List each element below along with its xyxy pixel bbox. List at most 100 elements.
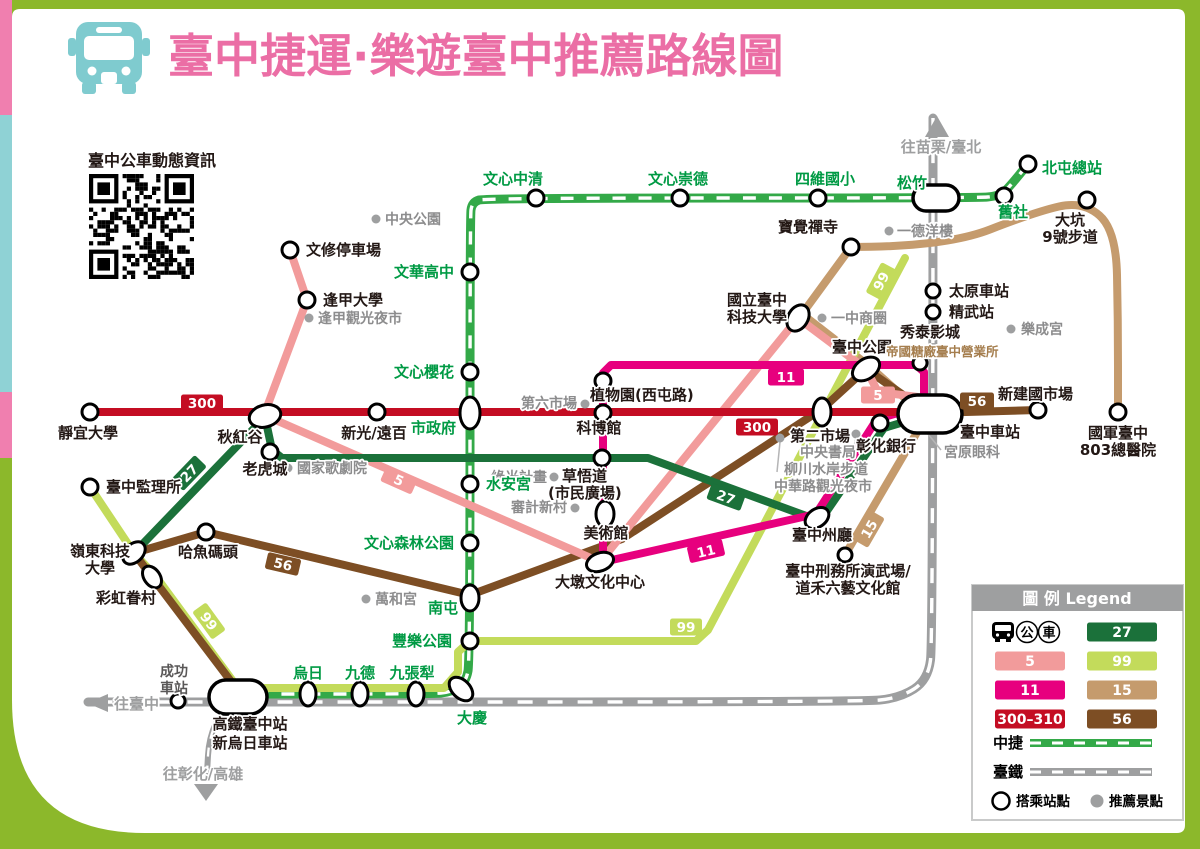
spot-dot bbox=[1006, 324, 1016, 334]
station-marker bbox=[447, 675, 475, 703]
legend-spot-label: 推薦景點 bbox=[1109, 793, 1163, 810]
station-label: 文華高中 bbox=[394, 263, 454, 281]
map-label: (市民廣場) bbox=[548, 484, 622, 502]
station-marker bbox=[406, 680, 426, 708]
station-label: 水安宮 bbox=[486, 475, 531, 493]
station-marker bbox=[870, 413, 890, 433]
spot-dot bbox=[371, 214, 381, 224]
spot-label: 第六市場 bbox=[521, 395, 577, 412]
station-marker bbox=[841, 237, 861, 257]
station-label: 新建國市場 bbox=[998, 385, 1073, 403]
station-marker bbox=[169, 692, 187, 710]
spot-dot bbox=[570, 503, 580, 513]
map-labels: 北屯總站舊社松竹四維國小文心崇德文心中清文華高中文心櫻花市政府水安宮文心森林公園… bbox=[56, 157, 1158, 754]
direction-arrow-icon bbox=[925, 116, 949, 137]
route-badge-label: 56 bbox=[968, 394, 987, 410]
bus-icon bbox=[68, 22, 150, 94]
station-marker bbox=[924, 282, 942, 300]
route-badge: 300 bbox=[736, 418, 778, 436]
legend-bus-label-circle bbox=[1037, 620, 1061, 644]
legend-spot-icon bbox=[1090, 794, 1104, 808]
legend-badge-11: 11 bbox=[995, 680, 1065, 700]
legend-badge-27: 27 bbox=[1087, 622, 1157, 642]
station-marker bbox=[994, 186, 1014, 206]
route-badge-label: 99 bbox=[870, 269, 893, 293]
line-rail-main-dashes bbox=[88, 117, 935, 704]
station-label: 市政府 bbox=[411, 419, 456, 437]
direction-label: 往苗栗/臺北 bbox=[901, 138, 981, 156]
station-marker bbox=[584, 550, 616, 574]
legend-badge-15: 15 bbox=[1087, 680, 1157, 700]
station-label: 文心森林公園 bbox=[364, 534, 454, 552]
station-label: 大慶 bbox=[457, 709, 487, 727]
map-label: 草悟道 bbox=[562, 467, 607, 485]
leader-line bbox=[776, 441, 781, 473]
station-label: 北屯總站 bbox=[1042, 159, 1102, 177]
spot-dot bbox=[817, 313, 827, 323]
route-badge-label: 11 bbox=[695, 542, 717, 562]
station-marker bbox=[459, 583, 481, 613]
station-marker bbox=[460, 631, 480, 651]
qr-block: 臺中公車動態資訊 bbox=[88, 151, 216, 279]
map-label: 宮原眼科 bbox=[944, 444, 1000, 461]
frame-stripe-teal bbox=[0, 115, 12, 392]
station-marker bbox=[207, 678, 269, 716]
station-marker bbox=[593, 371, 613, 391]
station-label: 新光/遠百 bbox=[341, 424, 406, 442]
station-label: 臺中車站 bbox=[960, 423, 1020, 441]
station-marker bbox=[592, 448, 612, 468]
station-marker bbox=[297, 290, 317, 310]
legend-box bbox=[971, 584, 1184, 821]
station-marker bbox=[460, 262, 480, 282]
legend-bus-label: 公 bbox=[1020, 626, 1033, 641]
station-label: 烏日 bbox=[293, 664, 323, 682]
spot-dot bbox=[549, 472, 559, 482]
station-label: 第二市場 bbox=[790, 427, 850, 445]
direction-label: 往彰化/高雄 bbox=[163, 765, 243, 783]
station-marker bbox=[850, 355, 882, 383]
leader-line bbox=[850, 437, 857, 459]
spot-label: 逢甲觀光夜市 bbox=[318, 310, 402, 327]
spot-dot bbox=[580, 399, 590, 409]
station-marker bbox=[80, 477, 100, 497]
leader-lines bbox=[776, 433, 942, 473]
route-badge-label: 11 bbox=[777, 370, 796, 386]
frame-stripe-pink-top bbox=[0, 0, 12, 115]
station-label: 植物園(西屯路) bbox=[590, 386, 694, 404]
station-marker bbox=[526, 188, 546, 208]
stations bbox=[80, 154, 1128, 716]
station-label: 文修停車場 bbox=[306, 241, 381, 259]
legend-bus-label: 車 bbox=[1042, 625, 1055, 641]
station-label: 臺中州廳 bbox=[792, 526, 852, 544]
station-label: 寶覺禪寺 bbox=[778, 218, 838, 236]
route-badge: 5 bbox=[861, 386, 895, 404]
route-badge: 99 bbox=[866, 262, 896, 300]
station-marker bbox=[458, 395, 482, 431]
legend-badge-label: 27 bbox=[1112, 625, 1131, 641]
station-label: 臺中刑務所演武場/道禾六藝文化館 bbox=[785, 562, 911, 597]
header: 臺中捷運·樂遊臺中推薦路線圖 bbox=[68, 22, 783, 94]
station-marker bbox=[280, 240, 300, 260]
station-label: 高鐵臺中站新烏日車站 bbox=[212, 715, 287, 752]
legend-badge-label: 15 bbox=[1112, 683, 1131, 699]
station-label: 逢甲大學 bbox=[323, 291, 383, 309]
station-marker bbox=[924, 303, 942, 321]
direction-label: 往臺中 bbox=[114, 695, 159, 713]
station-marker bbox=[196, 522, 216, 542]
leader-line bbox=[927, 433, 942, 451]
legend-badge-label: 300–310 bbox=[997, 712, 1063, 728]
legend-stop-icon bbox=[991, 791, 1011, 811]
route-badge: 300 bbox=[181, 394, 223, 412]
line-route-15-north bbox=[847, 201, 1122, 416]
station-label: 成功車站 bbox=[160, 663, 188, 697]
legend-mrt-label: 中捷 bbox=[993, 734, 1024, 752]
route-badge: 99 bbox=[670, 618, 702, 636]
qr-code bbox=[89, 174, 194, 279]
station-marker bbox=[594, 499, 616, 529]
direction-arrow-icon bbox=[87, 694, 108, 712]
station-label: 科博館 bbox=[576, 419, 621, 437]
route-badge-label: 56 bbox=[272, 555, 294, 575]
